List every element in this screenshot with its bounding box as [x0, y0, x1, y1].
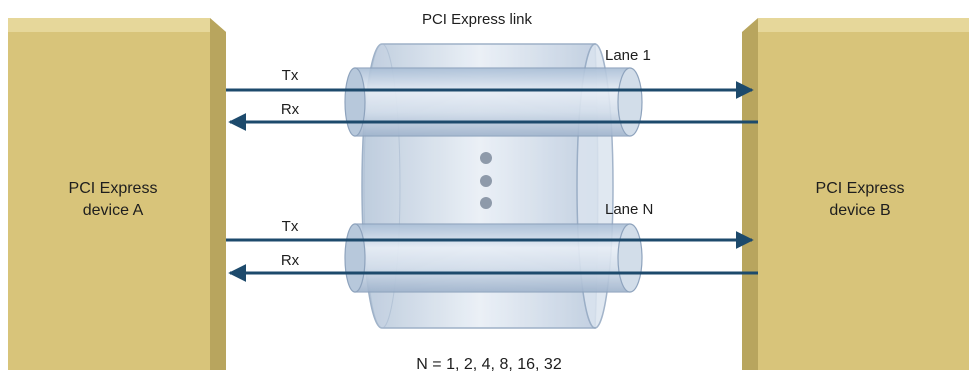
lane-n-rx-label: Rx	[281, 252, 300, 269]
device-a-side	[210, 18, 226, 370]
ellipsis-dots	[480, 152, 492, 209]
lane-1-rx-label: Rx	[281, 101, 300, 118]
lane-count-footnote: N = 1, 2, 4, 8, 16, 32	[416, 356, 562, 373]
lane-n-label: Lane N	[605, 201, 653, 218]
device-b-face	[758, 32, 969, 370]
ellipsis-dot	[480, 197, 492, 209]
link-title: PCI Express link	[422, 11, 533, 28]
device-b-label-line2: device B	[829, 202, 890, 219]
ellipsis-dot	[480, 175, 492, 187]
lane-1-tube	[344, 67, 643, 137]
lane-1-label: Lane 1	[605, 47, 651, 64]
ellipsis-dot	[480, 152, 492, 164]
device-a-block	[8, 18, 226, 370]
device-a-label-line1: PCI Express	[69, 180, 158, 197]
lane-n-tube	[344, 223, 643, 293]
device-a-label-line2: device A	[83, 202, 144, 219]
device-b-label-line1: PCI Express	[816, 180, 905, 197]
device-b-block	[742, 18, 969, 370]
device-b-side	[742, 18, 758, 370]
lane-1-tx-label: Tx	[282, 67, 299, 84]
device-a-face	[8, 32, 210, 370]
lane-n-tx-label: Tx	[282, 218, 299, 235]
